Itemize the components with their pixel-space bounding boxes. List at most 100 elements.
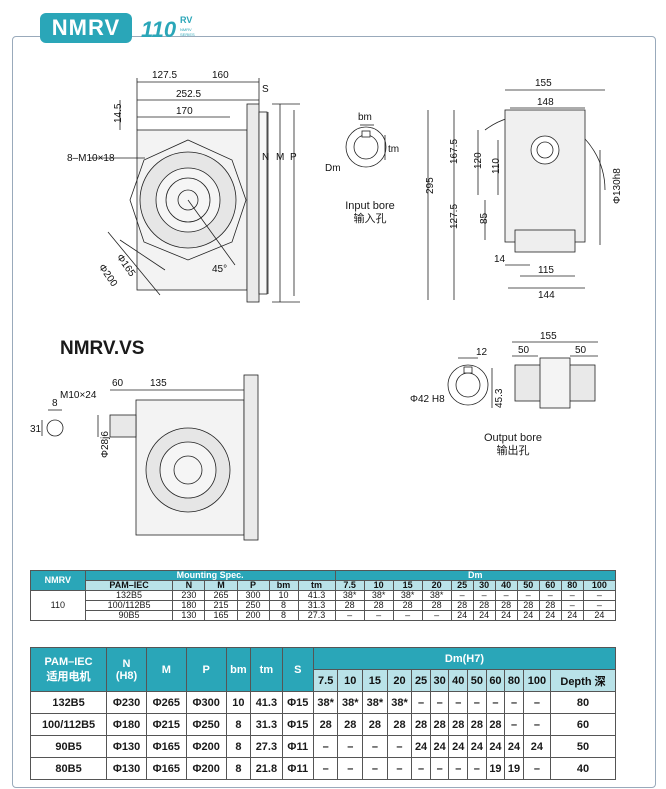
t2-dm-col: Depth 深 xyxy=(550,669,616,692)
table-cell: 100/112B5 xyxy=(84,600,174,611)
table-cell: 38* xyxy=(421,590,452,601)
table-cell: 38* xyxy=(334,590,365,601)
table-cell: – xyxy=(362,735,388,758)
model-title: NMRV xyxy=(51,15,121,40)
table-cell: – xyxy=(485,691,506,714)
dim-155-out: 155 xyxy=(540,331,557,342)
t2-dm-col: 100 xyxy=(522,669,552,692)
table-cell: Φ265 xyxy=(145,691,187,714)
logo-subtext: NMRV SERIES xyxy=(180,27,195,37)
table-cell: 28 xyxy=(485,713,506,736)
t2-head-dm: Dm(H7) xyxy=(312,647,617,670)
dim-8: 8 xyxy=(52,398,58,409)
dim-148: 148 xyxy=(537,97,554,108)
dim-85: 85 xyxy=(479,212,490,224)
dim-31: 31 xyxy=(30,424,42,435)
content-panel xyxy=(12,36,656,788)
table-cell: Φ165 xyxy=(145,757,187,780)
t2-head-pam-cn: 适用电机 xyxy=(46,670,91,683)
table-cell: 38* xyxy=(312,691,339,714)
input-bore-label: Input bore 输入孔 xyxy=(340,200,400,226)
vs-input-shaft xyxy=(109,414,137,438)
table-cell: – xyxy=(362,757,388,780)
table-cell: 28 xyxy=(450,600,474,611)
table-cell: 28 xyxy=(362,713,388,736)
table-cell: 27.3 xyxy=(297,610,336,621)
table-cell: 31.3 xyxy=(297,600,336,611)
table-cell: 38* xyxy=(363,590,394,601)
output-bore-label: Output bore 输出孔 xyxy=(476,432,550,458)
table-cell: 200 xyxy=(236,610,270,621)
technical-drawing: 127.5 160 252.5 170 S 14.5 8–M10×18 N M … xyxy=(30,70,623,541)
table-cell: 38* xyxy=(392,590,423,601)
table-cell: 24 xyxy=(411,735,431,758)
table-cell: 265 xyxy=(204,590,238,601)
table-cell: – xyxy=(386,757,413,780)
table-cell: 19 xyxy=(504,757,524,780)
model-title-tab: NMRV xyxy=(40,13,132,43)
t2-head-bm: bm xyxy=(225,647,252,692)
t2-head-s: S xyxy=(281,647,314,692)
t1-subhead: bm xyxy=(268,580,299,591)
table-cell: Φ11 xyxy=(281,735,314,758)
table-cell: 80 xyxy=(550,691,616,714)
t2-dm-col: 20 xyxy=(386,669,413,692)
t1-model: 110 xyxy=(30,590,86,621)
table-cell: 38* xyxy=(386,691,413,714)
table-cell: – xyxy=(560,590,584,601)
table-cell: 100/112B5 xyxy=(29,713,108,736)
table-cell: 90B5 xyxy=(29,735,108,758)
t2-dm-col: 7.5 xyxy=(312,669,339,692)
table-cell: 10 xyxy=(268,590,299,601)
table-cell: 28 xyxy=(538,600,562,611)
dim-phi42: Φ42 H8 xyxy=(410,394,445,405)
table-cell: 28 xyxy=(411,713,431,736)
logo-number: 110 xyxy=(141,17,177,42)
table-cell: 80B5 xyxy=(29,757,108,780)
table-cell: Φ165 xyxy=(145,735,187,758)
dim-p: P xyxy=(290,152,297,163)
dim-50-left: 50 xyxy=(518,345,530,356)
table-cell: 24 xyxy=(538,610,562,621)
dim-127-5-side: 127.5 xyxy=(449,204,460,229)
dim-127-5: 127.5 xyxy=(152,70,177,81)
t2-dm-col: 50 xyxy=(467,669,487,692)
table-cell: – xyxy=(448,757,469,780)
t2-head-n-sub: (H8) xyxy=(115,669,138,682)
dim-160: 160 xyxy=(212,70,229,81)
t1-subhead: tm xyxy=(297,580,336,591)
t1-dm-col: 20 xyxy=(421,580,452,591)
t1-subhead: M xyxy=(204,580,238,591)
dim-phi200: Φ200 xyxy=(96,262,119,289)
table-cell: – xyxy=(472,590,496,601)
bolt-spec: 8–M10×18 xyxy=(67,153,115,164)
table-cell: 21.8 xyxy=(250,757,283,780)
table-cell: 8 xyxy=(268,610,299,621)
table-cell: – xyxy=(392,610,423,621)
table-cell: 8 xyxy=(225,757,252,780)
table-cell: 19 xyxy=(485,757,506,780)
t1-head-mount: Mounting Spec. xyxy=(84,570,336,581)
table-cell: – xyxy=(429,691,450,714)
t1-dm-col: 50 xyxy=(516,580,540,591)
t2-dm-col: 40 xyxy=(448,669,469,692)
table-cell: – xyxy=(467,757,487,780)
dim-m: M xyxy=(276,152,284,163)
table-cell: 41.3 xyxy=(297,590,336,601)
t1-head-dm: Dm xyxy=(334,570,617,581)
t2-dm-col: 25 xyxy=(411,669,431,692)
table-cell: – xyxy=(337,735,364,758)
table-cell: 300 xyxy=(236,590,270,601)
table-cell: 28 xyxy=(312,713,339,736)
bore-tm: tm xyxy=(388,144,399,155)
table-cell: 28 xyxy=(448,713,469,736)
t2-head-tm: tm xyxy=(250,647,283,692)
table-cell: – xyxy=(522,691,552,714)
table-cell: 130 xyxy=(172,610,206,621)
table-cell: 8 xyxy=(268,600,299,611)
table-cell: Φ200 xyxy=(185,735,227,758)
table-cell: – xyxy=(411,757,431,780)
